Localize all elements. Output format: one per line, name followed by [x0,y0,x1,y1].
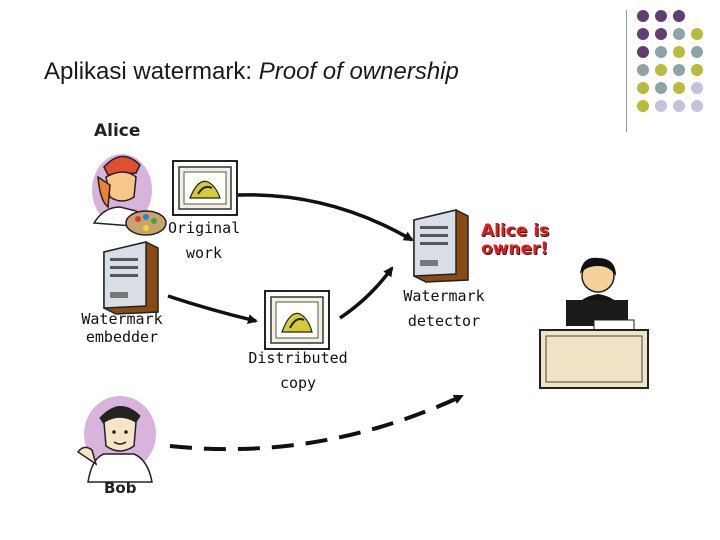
original-work-label: Original work [168,216,240,266]
framed-picture-icon [264,290,330,350]
alice-label: Alice [94,121,140,141]
watermark-embedder-label: Watermark embedder [70,310,174,346]
woman-at-desk-icon [538,254,650,390]
original-work-line-1: Original [168,216,240,241]
server-tower-icon [96,236,162,316]
arrow-original-to-detector [238,195,412,240]
arrow-copy-to-detector [340,268,392,318]
distributed-copy-line-1: Distributed [242,346,354,371]
arrow-bob-to-judge-dashed [170,396,462,449]
watermark-detector-label: Watermark detector [392,284,496,334]
alice-is-owner-note: Alice is owner! [481,222,549,258]
watermark-embedder-line-2: embedder [70,328,174,346]
watermark-detector-line-1: Watermark [392,284,496,309]
original-work-line-2: work [168,241,240,266]
alice-is-owner-line-1: Alice is [481,222,549,240]
painter-artist-icon [74,145,174,245]
boy-clipart-icon [74,392,170,492]
watermark-detector-line-2: detector [392,309,496,334]
watermark-embedder-line-1: Watermark [70,310,174,328]
distributed-copy-label: Distributed copy [242,346,354,396]
framed-picture-icon [172,160,238,216]
distributed-copy-line-2: copy [242,371,354,396]
arrow-embedder-to-copy [168,296,256,321]
bob-label: Bob [104,479,136,497]
server-tower-icon [406,204,472,284]
